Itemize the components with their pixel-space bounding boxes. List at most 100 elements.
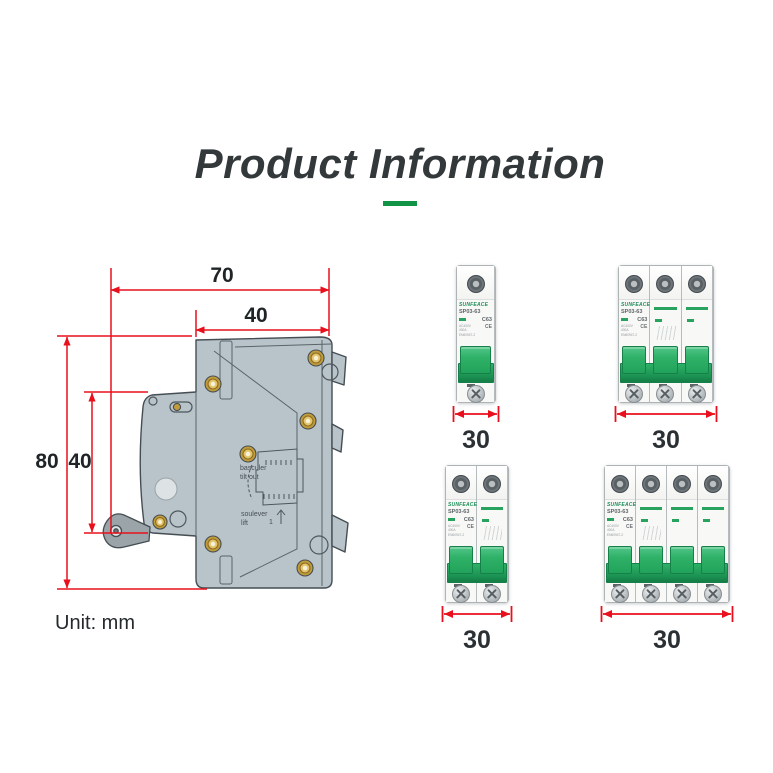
title-underline xyxy=(383,201,417,206)
model-label: SP03-63 xyxy=(621,309,643,315)
dimension-arrow xyxy=(452,405,500,423)
green-indicator xyxy=(641,519,648,522)
terminal-screw-icon xyxy=(483,585,501,603)
dimension-label: 30 xyxy=(462,426,490,454)
dim-70: 70 xyxy=(210,264,233,287)
toggle-handle xyxy=(684,346,709,374)
ce-mark: CE xyxy=(626,524,633,530)
toggle-handle xyxy=(622,346,647,374)
pole-cap xyxy=(457,266,494,300)
rating-row: C63 xyxy=(459,317,492,323)
technical-drawing: basculer tilt out soulever lift 1 xyxy=(35,264,349,590)
toggle-handle xyxy=(701,546,725,574)
dim-40-left: 40 xyxy=(68,450,91,473)
engraving-lift: lift xyxy=(241,520,248,527)
terminal-screw-icon xyxy=(673,475,691,493)
green-indicator xyxy=(607,518,614,521)
terminal-screw-icon xyxy=(656,275,675,293)
engraving-basculer: basculer xyxy=(240,465,267,472)
dimension-label: 30 xyxy=(652,426,680,454)
rating-label: C63 xyxy=(622,516,633,523)
rating-row: C63 xyxy=(607,517,633,523)
rating-row: C63 xyxy=(448,517,474,523)
toggle-base-bar xyxy=(606,563,728,583)
toggle-handle xyxy=(670,546,694,574)
ce-mark: CE xyxy=(485,324,492,330)
green-indicator xyxy=(703,519,710,522)
dimension-arrow xyxy=(614,405,718,423)
page-title: Product Information xyxy=(194,140,606,187)
model-label: SP03-63 xyxy=(459,309,481,315)
terminal-screw-icon xyxy=(687,385,706,403)
breaker-side-body xyxy=(139,336,349,589)
dim-80: 80 xyxy=(35,450,58,473)
case-holes xyxy=(148,363,339,555)
terminal-screw-icon xyxy=(625,275,644,293)
brand-label: SUNFEACE xyxy=(459,302,489,308)
toggle-pivot-hole xyxy=(154,477,178,501)
terminal-screw-icon xyxy=(673,585,691,603)
green-line xyxy=(702,507,724,510)
terminal-screw-icon xyxy=(625,385,644,403)
toggle-handle xyxy=(608,546,632,574)
engraving-text: basculer tilt out soulever lift 1 xyxy=(240,465,273,527)
rating-label: C63 xyxy=(481,316,492,323)
rating-label: C63 xyxy=(637,316,648,323)
green-indicator xyxy=(482,519,489,522)
green-indicator xyxy=(621,318,628,321)
brand-label: SUNFEACE xyxy=(621,302,651,308)
green-line xyxy=(685,307,708,310)
terminal-screw-icon xyxy=(611,475,629,493)
model-label: SP03-63 xyxy=(448,509,470,515)
toggle-handle xyxy=(449,546,473,574)
toggle-handle xyxy=(480,546,504,574)
dim-40-top: 40 xyxy=(244,304,267,327)
brand-label: SUNFEACE xyxy=(448,502,478,508)
terminal-screw-icon xyxy=(687,275,706,293)
terminal-screw-icon xyxy=(704,585,722,603)
green-indicator xyxy=(686,319,694,322)
green-line xyxy=(654,307,677,310)
dimension-arrow xyxy=(441,605,513,623)
terminal-screw-icon xyxy=(452,585,470,603)
dimension-label: 30 xyxy=(653,626,681,654)
engraving-tilt-out: tilt out xyxy=(240,474,259,481)
terminal-screw-icon xyxy=(656,385,675,403)
green-indicator xyxy=(655,319,663,322)
engraving-diagram xyxy=(247,448,304,524)
terminal-screw-icon xyxy=(452,475,470,493)
green-line xyxy=(640,507,662,510)
terminal-screw-icon xyxy=(704,475,722,493)
engraving-step: 1 xyxy=(269,519,273,526)
green-indicator xyxy=(459,318,466,321)
rivet-screws xyxy=(152,349,325,577)
terminal-screw-icon xyxy=(642,585,660,603)
schematic-marks xyxy=(483,526,502,540)
dimension-arrow xyxy=(600,605,734,623)
width-dimension-arrow xyxy=(614,406,718,422)
header: Product Information xyxy=(27,140,773,206)
green-line xyxy=(671,507,693,510)
terminal-screw-icon xyxy=(611,585,629,603)
toggle-handle xyxy=(639,546,663,574)
green-indicator xyxy=(448,518,455,521)
unit-note: Unit: mm xyxy=(55,612,135,634)
green-line xyxy=(481,507,503,510)
